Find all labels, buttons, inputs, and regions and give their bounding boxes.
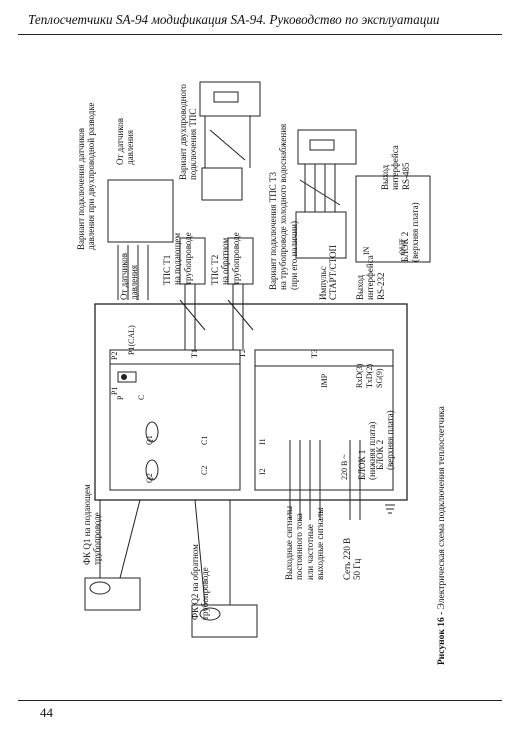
rs485-label: Выход интерфейса RS-485 (380, 145, 411, 190)
page-number: 44 (40, 705, 53, 720)
mains-label: Сеть 220 В 50 Гц (342, 537, 363, 580)
pressure-variant-label: Вариант подключения датчиков давления пр… (76, 102, 97, 250)
term-sg: SG(9) (375, 368, 384, 388)
switch-c-label: C (137, 394, 146, 400)
term-q2: Q2 (145, 473, 154, 483)
footer-divider (18, 700, 502, 701)
block2-bottom-label: БЛОК 2 (верхняя плата) (375, 410, 396, 470)
tps-two-wire-box (199, 81, 261, 117)
tps-t2-label: ТПС Т2 на обратном трубопроводе (210, 232, 241, 285)
term-c1: C1 (200, 435, 209, 445)
term-in: IN (362, 246, 371, 255)
switch-p-label: P (116, 395, 125, 400)
term-out: OUT (398, 238, 407, 255)
page-header: Теплосчетчики SA-94 модификация SA-94. Р… (18, 8, 502, 35)
term-p1cal: P1(CAL) (127, 325, 136, 355)
rs485-block (355, 175, 431, 263)
fk-q2-box (191, 604, 258, 638)
fk-q2-label: ФК Q2 на обратном трубопроводе (190, 544, 211, 620)
term-c2: C2 (200, 465, 209, 475)
device-frame (94, 303, 408, 501)
tps-two-wire-label: Вариант двухпроводного подключения ТПС (178, 84, 199, 180)
term-220v: 220 В ~ (340, 454, 349, 480)
from-pressure-sensors-mid: От датчиков давления (119, 253, 140, 300)
term-i1: I1 (258, 438, 267, 445)
term-txd: TxD(2) (365, 364, 374, 388)
term-t3: T3 (310, 349, 319, 358)
fk-q1-box (84, 577, 141, 611)
tps-t1-head (179, 237, 206, 285)
term-t1: T1 (190, 349, 199, 358)
from-pressure-sensors-top: От датчиков давления (115, 118, 136, 165)
pressure-variant-box (107, 179, 174, 243)
term-rxd: RxD(3) (355, 363, 364, 388)
fk-q1-label: ФК Q1 на подающем трубопроводе (82, 484, 103, 565)
rs232-label: Выход интерфейса RS-232 (355, 255, 386, 300)
switch-pc (117, 371, 137, 383)
tps-t3-box (297, 129, 357, 165)
tps-t3-label: Вариант подключения ТПС Т3 на трубопрово… (268, 123, 299, 290)
term-i2: I2 (258, 468, 267, 475)
header-title: Теплосчетчики SA-94 модификация SA-94. Р… (28, 12, 440, 27)
tps-t1-label: ТПС Т1 на подающем трубопроводе (162, 232, 193, 285)
block1-board (254, 349, 394, 491)
term-p1: P1 (110, 386, 119, 395)
pulse-label: Импульс СТАРТ/СТОП (318, 244, 339, 300)
output-signals-label: Выходные сигналы постоянного тока или ча… (284, 505, 326, 580)
term-p2: P2 (110, 351, 119, 360)
tps-t2-head (227, 237, 254, 285)
block2-board (109, 349, 241, 491)
term-q1: Q1 (145, 435, 154, 445)
term-t2: T2 (238, 349, 247, 358)
wiring-diagram (84, 81, 431, 638)
figure-caption: Рисунок 16 - Электрическая схема подключ… (437, 406, 447, 665)
term-imp: IMP (320, 373, 329, 388)
